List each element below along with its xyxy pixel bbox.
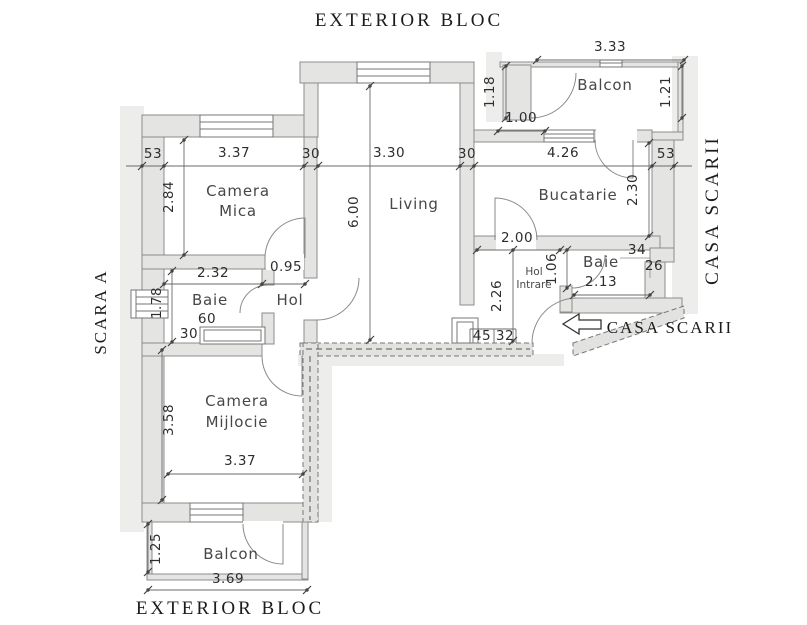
door-entrance bbox=[531, 297, 578, 344]
room-label-balcon-bottom: Balcon bbox=[203, 545, 258, 563]
entry-arrow-icon bbox=[561, 312, 602, 336]
window-bucatarie bbox=[543, 129, 595, 143]
window-living bbox=[356, 61, 431, 84]
dim-200: 2.00 bbox=[501, 230, 533, 246]
dim-60: 60 bbox=[198, 311, 216, 327]
window-camera-mijlocie bbox=[189, 502, 244, 523]
dim-337-top: 3.37 bbox=[218, 145, 250, 161]
dim-426: 4.26 bbox=[547, 145, 579, 161]
room-labels: Camera Mica Living Bucatarie Balcon Baie… bbox=[192, 76, 632, 563]
dim-213: 2.13 bbox=[585, 274, 617, 290]
dimension-labels: 53 3.37 30 3.30 30 4.26 53 3.33 1.18 1.2… bbox=[144, 39, 675, 587]
title-casa-scarii-vertical: CASA SCARII bbox=[702, 135, 723, 285]
dim-333: 3.33 bbox=[594, 39, 626, 55]
door-camera-mica bbox=[264, 217, 306, 259]
window-camera-mica bbox=[199, 114, 274, 138]
dimension-lines bbox=[126, 55, 692, 595]
dim-232: 2.32 bbox=[197, 265, 229, 281]
doors bbox=[239, 72, 637, 565]
room-label-baie-left: Baie bbox=[192, 291, 228, 309]
dim-330: 3.30 bbox=[373, 145, 405, 161]
room-label-hol: Hol bbox=[276, 291, 303, 309]
windows bbox=[130, 59, 623, 523]
title-exterior-bloc-top: EXTERIOR BLOC bbox=[315, 10, 503, 31]
dim-230: 2.30 bbox=[625, 174, 641, 206]
dim-369: 3.69 bbox=[212, 571, 244, 587]
room-label-balcon-top: Balcon bbox=[577, 76, 632, 94]
title-casa-scarii-entry: CASA SCARII bbox=[607, 318, 733, 337]
dim-121: 1.21 bbox=[658, 76, 674, 108]
lower-wing-right-wall bbox=[302, 342, 319, 523]
dim-106: 1.06 bbox=[544, 253, 560, 285]
entry-side-wall bbox=[572, 305, 685, 357]
room-label-living: Living bbox=[389, 195, 438, 213]
dim-53-right: 53 bbox=[657, 146, 675, 162]
dim-100: 1.00 bbox=[505, 110, 537, 126]
dim-178: 1.78 bbox=[149, 287, 165, 319]
dim-125: 1.25 bbox=[148, 533, 164, 565]
title-scara-a: SCARA A bbox=[91, 269, 110, 354]
window-stairwell bbox=[130, 289, 169, 319]
door-balcon-top bbox=[594, 139, 634, 179]
door-bucatarie bbox=[494, 197, 538, 241]
dim-118: 1.18 bbox=[482, 76, 498, 108]
dim-095: 0.95 bbox=[270, 259, 302, 275]
door-baie-right bbox=[571, 254, 606, 289]
dim-358: 3.58 bbox=[161, 404, 177, 436]
title-exterior-bloc-bottom: EXTERIOR BLOC bbox=[136, 598, 324, 619]
room-label-hol-intrare-2: Intrare bbox=[516, 279, 551, 291]
fixtures bbox=[199, 257, 651, 345]
room-label-bucatarie: Bucatarie bbox=[538, 186, 617, 204]
dim-53-left: 53 bbox=[144, 146, 162, 162]
dim-284: 2.84 bbox=[161, 181, 177, 213]
dim-32: 32 bbox=[496, 328, 514, 344]
room-label-camera-mica-2: Mica bbox=[219, 202, 257, 220]
room-label-camera-mica-1: Camera bbox=[206, 182, 270, 200]
room-label-camera-mijlocie-2: Mijlocie bbox=[206, 413, 269, 431]
door-camera-mijlocie bbox=[261, 355, 303, 397]
dim-30-baie: 30 bbox=[180, 326, 198, 342]
dim-600: 6.00 bbox=[346, 196, 362, 228]
dim-30-left: 30 bbox=[302, 146, 320, 162]
door-balcon-bottom bbox=[242, 523, 284, 565]
exterior-ground bbox=[120, 52, 698, 532]
dim-226: 2.26 bbox=[489, 280, 505, 312]
dim-34: 34 bbox=[628, 242, 646, 258]
door-hol-living bbox=[316, 277, 360, 321]
room-label-baie-right: Baie bbox=[583, 253, 619, 271]
door-baie-left bbox=[239, 284, 269, 314]
dim-26: 26 bbox=[645, 258, 663, 274]
window-balcony-top bbox=[599, 59, 623, 68]
outside-titles: EXTERIOR BLOC EXTERIOR BLOC CASA SCARII … bbox=[91, 10, 733, 619]
dim-30-right: 30 bbox=[458, 146, 476, 162]
room-label-hol-intrare-1: Hol bbox=[525, 266, 542, 278]
dim-45: 45 bbox=[473, 328, 491, 344]
dim-337-bottom: 3.37 bbox=[224, 453, 256, 469]
room-label-camera-mijlocie-1: Camera bbox=[205, 392, 269, 410]
door-balcony-access bbox=[530, 72, 577, 119]
